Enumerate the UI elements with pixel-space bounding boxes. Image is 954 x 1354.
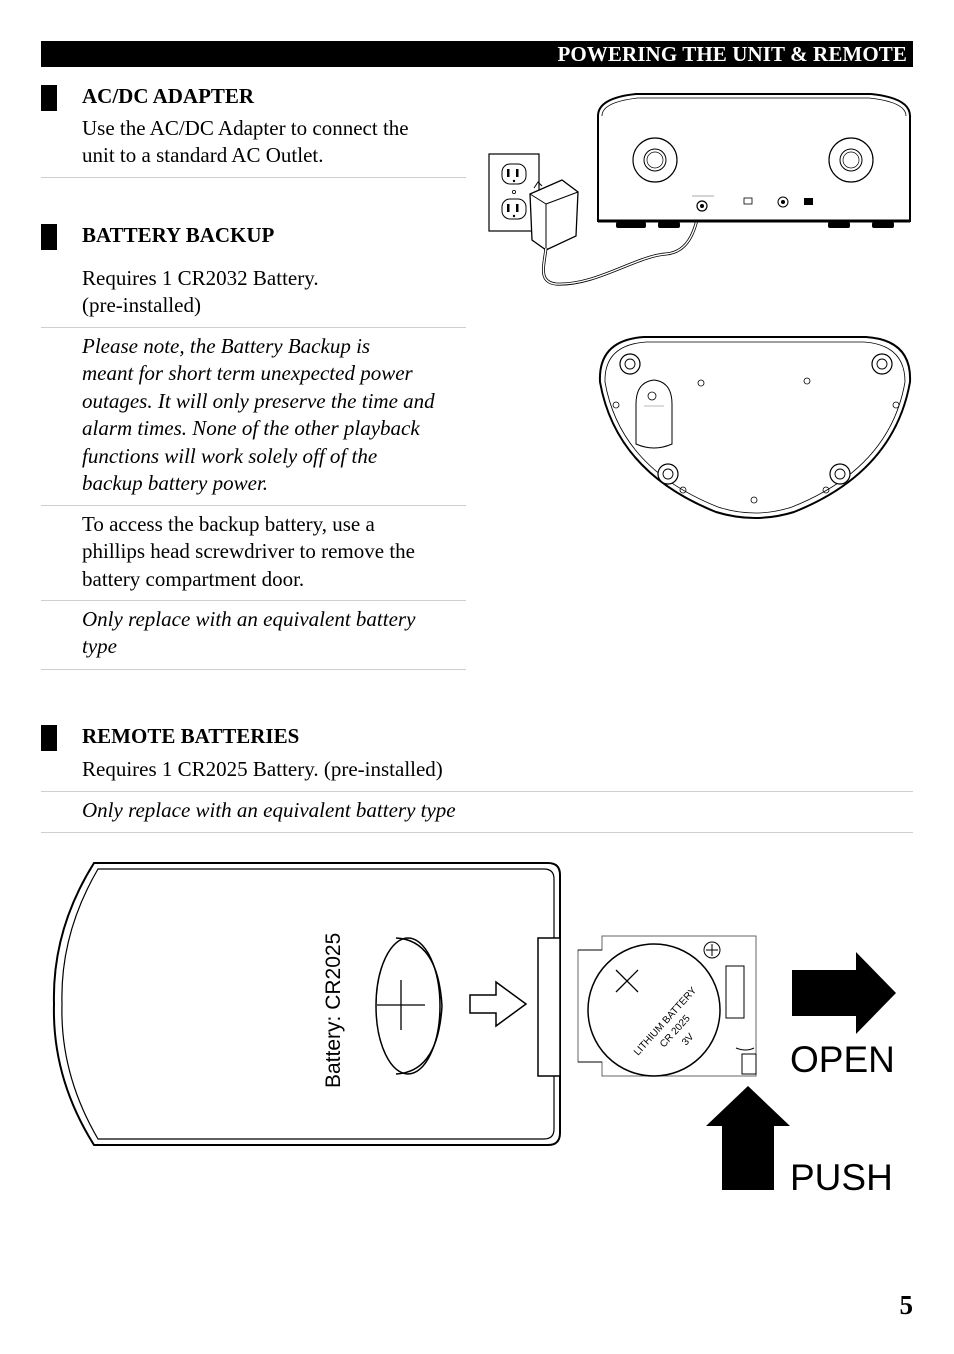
text-line: type	[82, 634, 117, 659]
coin-battery-icon	[375, 937, 443, 1075]
heading-battery-backup: BATTERY BACKUP	[82, 223, 275, 247]
remote-battery-diagram: Battery: CR2025 LITHIUM BATTERY CR 2025 …	[52, 862, 896, 1198]
text-line: (pre-installed)	[82, 293, 201, 318]
unit-rear-adapter-illustration	[488, 93, 911, 286]
header-bar: POWERING THE UNIT & REMOTE	[41, 41, 913, 67]
text-line: Please note, the Battery Backup is	[82, 334, 371, 358]
remote-replace-text: Only replace with an equivalent battery …	[82, 798, 456, 822]
battery-holder: LITHIUM BATTERY CR 2025 3V	[577, 935, 757, 1077]
divider	[41, 791, 913, 792]
text-line: phillips head screwdriver to remove the	[82, 539, 415, 564]
open-label: OPEN	[790, 1039, 895, 1080]
wall-outlet	[488, 153, 540, 232]
divider	[41, 327, 466, 328]
heading-ac-dc-adapter: AC/DC ADAPTER	[82, 84, 255, 108]
divider	[41, 177, 466, 178]
ac-dc-adapter	[529, 179, 702, 286]
text-line: Use the AC/DC Adapter to connect the	[82, 116, 409, 140]
insert-arrow-icon	[469, 980, 528, 1028]
battery-model-label: Battery: CR2025	[322, 933, 345, 1088]
divider	[41, 600, 466, 601]
open-arrow-icon	[792, 952, 896, 1034]
section-marker-remote-batteries	[41, 725, 57, 751]
ac-dc-text: Use the AC/DC Adapter to connect the uni…	[82, 115, 409, 170]
text-line: outages. It will only preserve the time …	[82, 388, 435, 413]
remote-requires-text: Requires 1 CR2025 Battery. (pre-installe…	[82, 757, 443, 781]
divider	[41, 669, 466, 670]
section-marker-battery-backup	[41, 224, 57, 250]
remote-back-outline	[52, 862, 561, 1146]
unit-rear-view	[597, 93, 911, 228]
page-number: 5	[899, 1290, 914, 1320]
text-line: To access the backup battery, use a	[82, 512, 375, 536]
heading-remote-batteries: REMOTE BATTERIES	[82, 724, 300, 748]
battery-backup-note: Please note, the Battery Backup is meant…	[82, 333, 435, 497]
battery-access-text: To access the backup battery, use a phil…	[82, 511, 415, 593]
unit-bottom-illustration	[598, 336, 912, 519]
divider	[41, 832, 913, 833]
page-title: POWERING THE UNIT & REMOTE	[557, 42, 907, 66]
text-line: Only replace with an equivalent battery	[82, 607, 416, 631]
push-arrow-icon	[706, 1086, 790, 1190]
text-line: meant for short term unexpected power	[82, 361, 413, 386]
battery-backup-requires: Requires 1 CR2032 Battery. (pre-installe…	[82, 265, 319, 320]
text-line: functions will work solely off of the	[82, 443, 378, 468]
divider	[41, 505, 466, 506]
text-line: backup battery power.	[82, 471, 269, 496]
text-line: alarm times. None of the other playback	[82, 416, 420, 441]
text-line: battery compartment door.	[82, 566, 305, 591]
section-marker-ac-dc	[41, 85, 57, 111]
text-line: Requires 1 CR2032 Battery.	[82, 266, 319, 290]
battery-compartment-door	[635, 379, 673, 449]
push-label: PUSH	[790, 1157, 893, 1198]
text-line: unit to a standard AC Outlet.	[82, 143, 324, 168]
battery-replace-text: Only replace with an equivalent battery …	[82, 606, 415, 661]
